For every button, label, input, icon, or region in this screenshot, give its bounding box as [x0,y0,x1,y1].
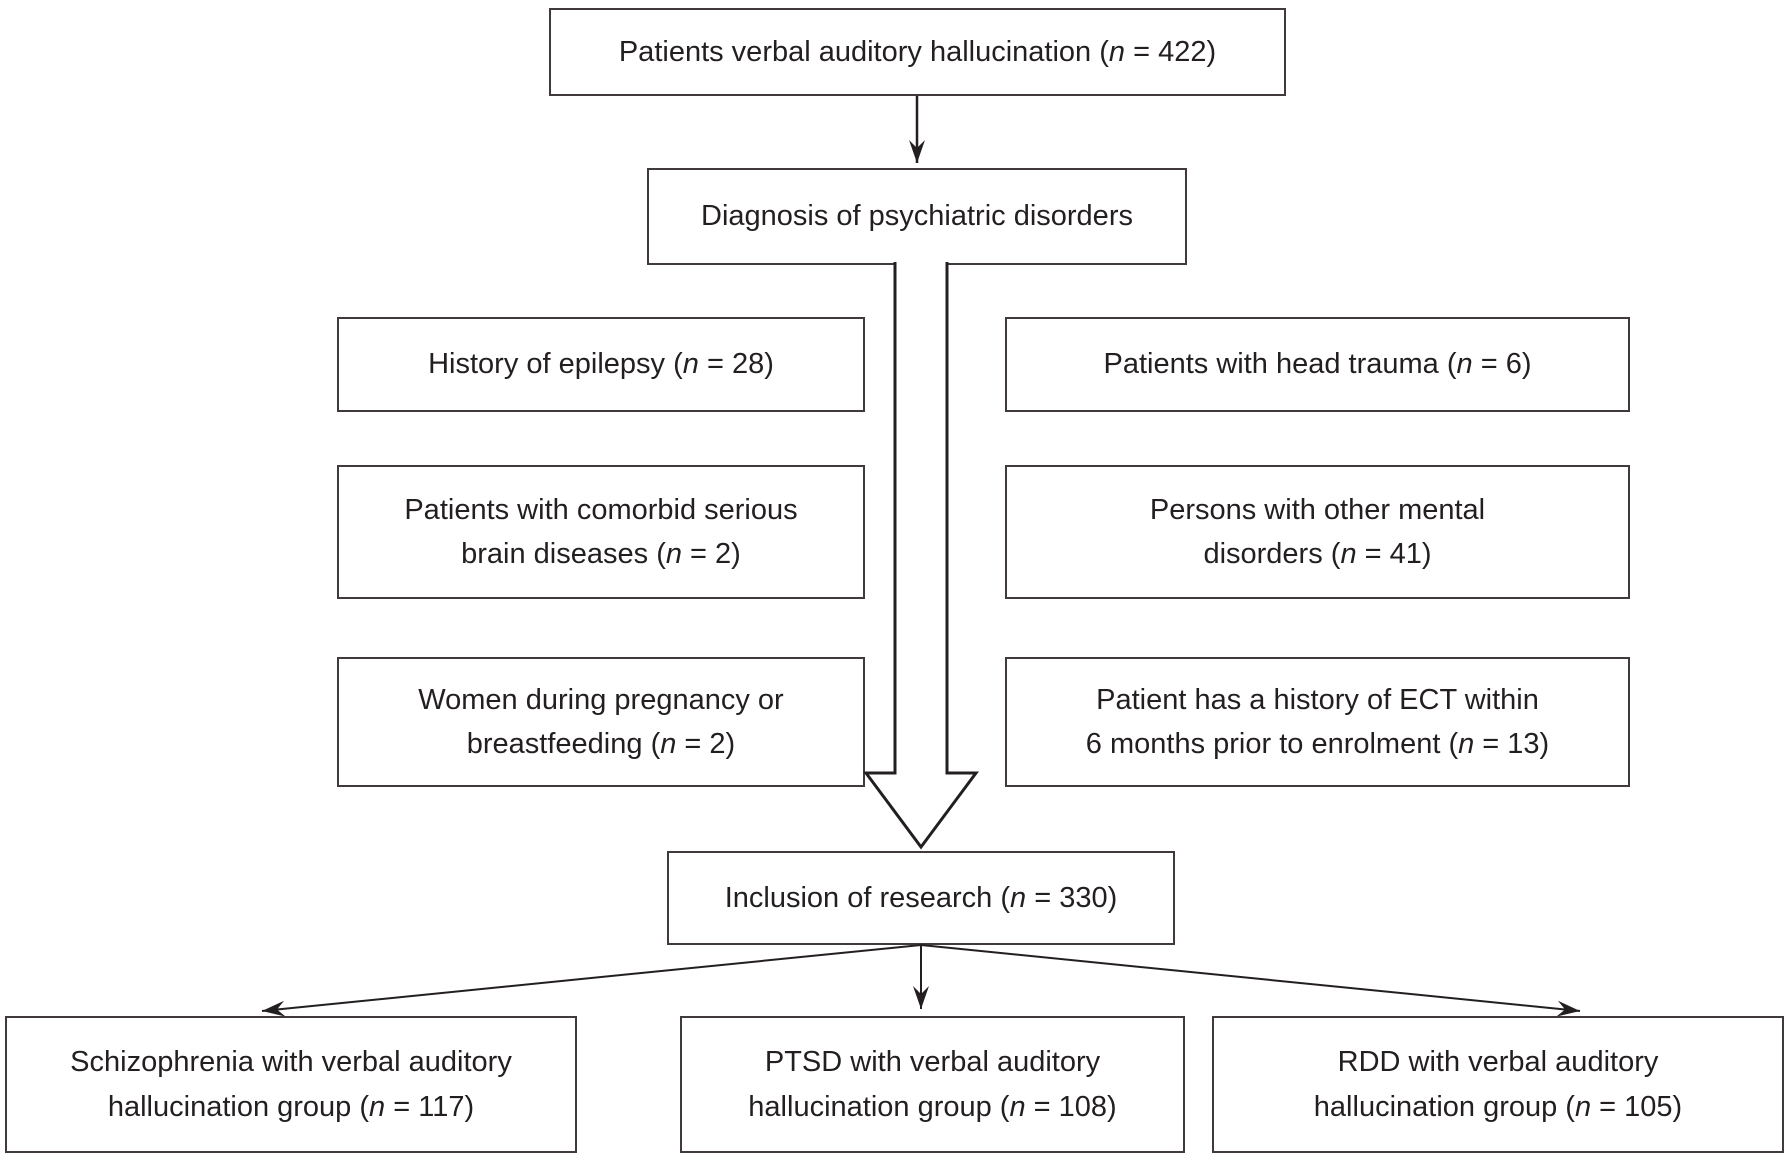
node-patients-verbal-auditory-hallucination: Patients verbal auditory hallucination (… [549,8,1286,96]
node-inclusion-of-research: Inclusion of research (n = 330) [667,851,1175,945]
node-label: History of epilepsy (n = 28) [428,348,774,381]
arrow-inclusion-to-rdd-group [920,944,1581,1017]
big-hollow-arrow-diagnosis-to-inclusion [863,262,979,850]
node-label: Patients with head trauma (n = 6) [1103,348,1532,381]
arrow-inclusion-to-schizophrenia-group [261,944,922,1017]
node-label: Diagnosis of psychiatric disorders [701,200,1133,233]
node-label: Patients verbal auditory hallucination (… [618,35,1217,68]
node-history-of-epilepsy: History of epilepsy (n = 28) [337,317,865,412]
node-patients-with-head-trauma: Patients with head trauma (n = 6) [1005,317,1630,412]
node-diagnosis-of-psychiatric-disorders: Diagnosis of psychiatric disorders [647,168,1187,265]
node-label: Inclusion of research (n = 330) [724,881,1118,914]
